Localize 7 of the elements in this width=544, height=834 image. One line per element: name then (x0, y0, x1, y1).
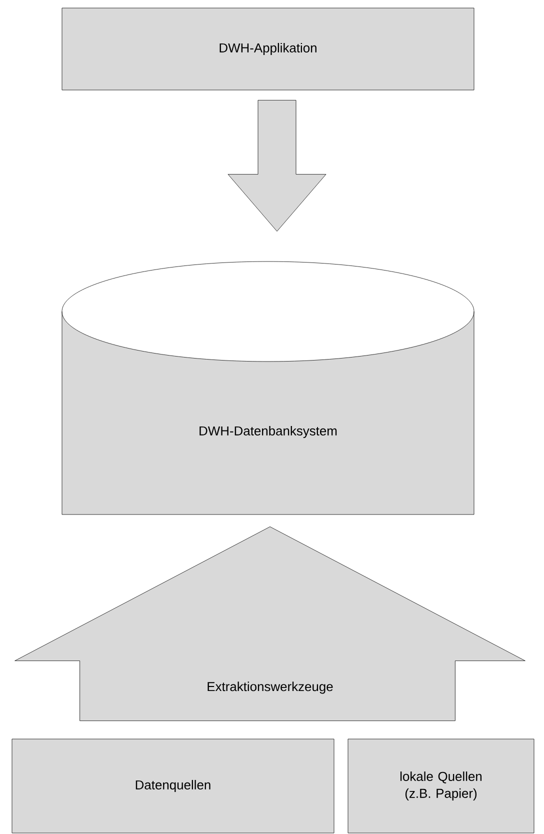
source-box: Datenquellen (12, 738, 334, 834)
block-arrow (228, 100, 326, 232)
application-box: DWH-Applikation (62, 8, 474, 90)
database-cylinder: DWH-Datenbanksystem (62, 261, 474, 515)
block-arrow (14, 526, 526, 721)
edge-label: Extraktionswerkzeuge (206, 682, 334, 694)
source-box: lokale Quellen (z.B. Papier) (348, 738, 534, 834)
